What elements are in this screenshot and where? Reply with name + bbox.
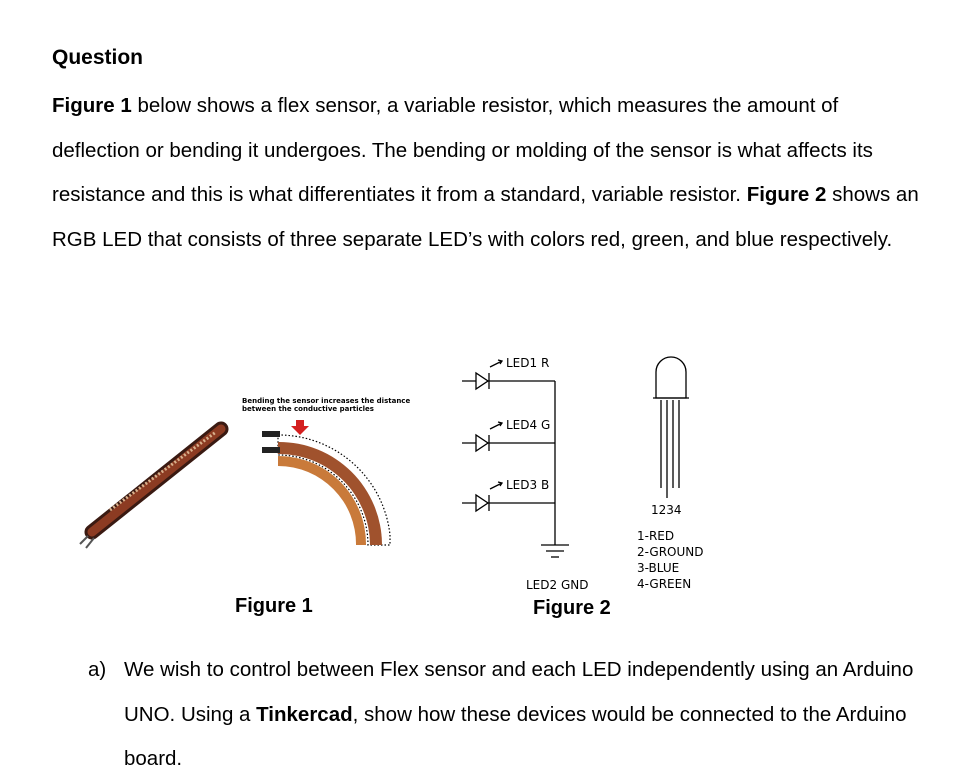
paragraph-text-2: shows an RGB LED that consists of three … bbox=[52, 183, 919, 251]
flex-annotation-line2: between the conductive particles bbox=[242, 405, 374, 413]
flex-annotation-line1: Bending the sensor increases the distanc… bbox=[242, 397, 410, 405]
pin-legend-1: 1-RED bbox=[637, 529, 674, 543]
rgb-led-package bbox=[653, 356, 689, 498]
pin-legend-3: 3-BLUE bbox=[637, 561, 679, 575]
question-heading: Question bbox=[52, 46, 144, 69]
figure2-reference: Figure 2 bbox=[746, 183, 827, 207]
question-a-text-2: , show how these devices would be connec… bbox=[124, 702, 907, 771]
rgb-led-schematic bbox=[462, 359, 569, 558]
led4-label: LED4 G bbox=[506, 418, 550, 432]
figure2-caption: Figure 2 bbox=[533, 597, 611, 619]
figure1-caption: Figure 1 bbox=[235, 595, 313, 617]
down-arrow-icon bbox=[291, 420, 309, 435]
question-a-marker: a) bbox=[88, 658, 107, 681]
question-a-text: We wish to control between Flex sensor a… bbox=[124, 648, 924, 782]
led2-gnd-label: LED2 GND bbox=[526, 578, 588, 592]
figures-illustration: Bending the sensor increases the distanc… bbox=[79, 356, 704, 592]
pin-legend-4: 4-GREEN bbox=[637, 577, 691, 591]
paragraph-text-1: below shows a flex sensor, a variable re… bbox=[52, 94, 873, 207]
pin-legend-2: 2-GROUND bbox=[637, 545, 704, 559]
tinkercad-term: Tinkercad bbox=[256, 702, 353, 726]
flex-sensor-straight-image bbox=[79, 421, 229, 549]
led-pin-numbers: 1234 bbox=[651, 503, 682, 517]
question-paragraph: Figure 1 below shows a flex sensor, a va… bbox=[52, 84, 922, 262]
figures-area: Bending the sensor increases the distanc… bbox=[0, 340, 968, 630]
led3-label: LED3 B bbox=[506, 478, 549, 492]
led1-label: LED1 R bbox=[506, 356, 549, 370]
question-a-text-1: We wish to control between Flex sensor a… bbox=[124, 658, 914, 726]
figure1-reference: Figure 1 bbox=[52, 94, 132, 117]
flex-sensor-bent-image bbox=[262, 420, 391, 546]
